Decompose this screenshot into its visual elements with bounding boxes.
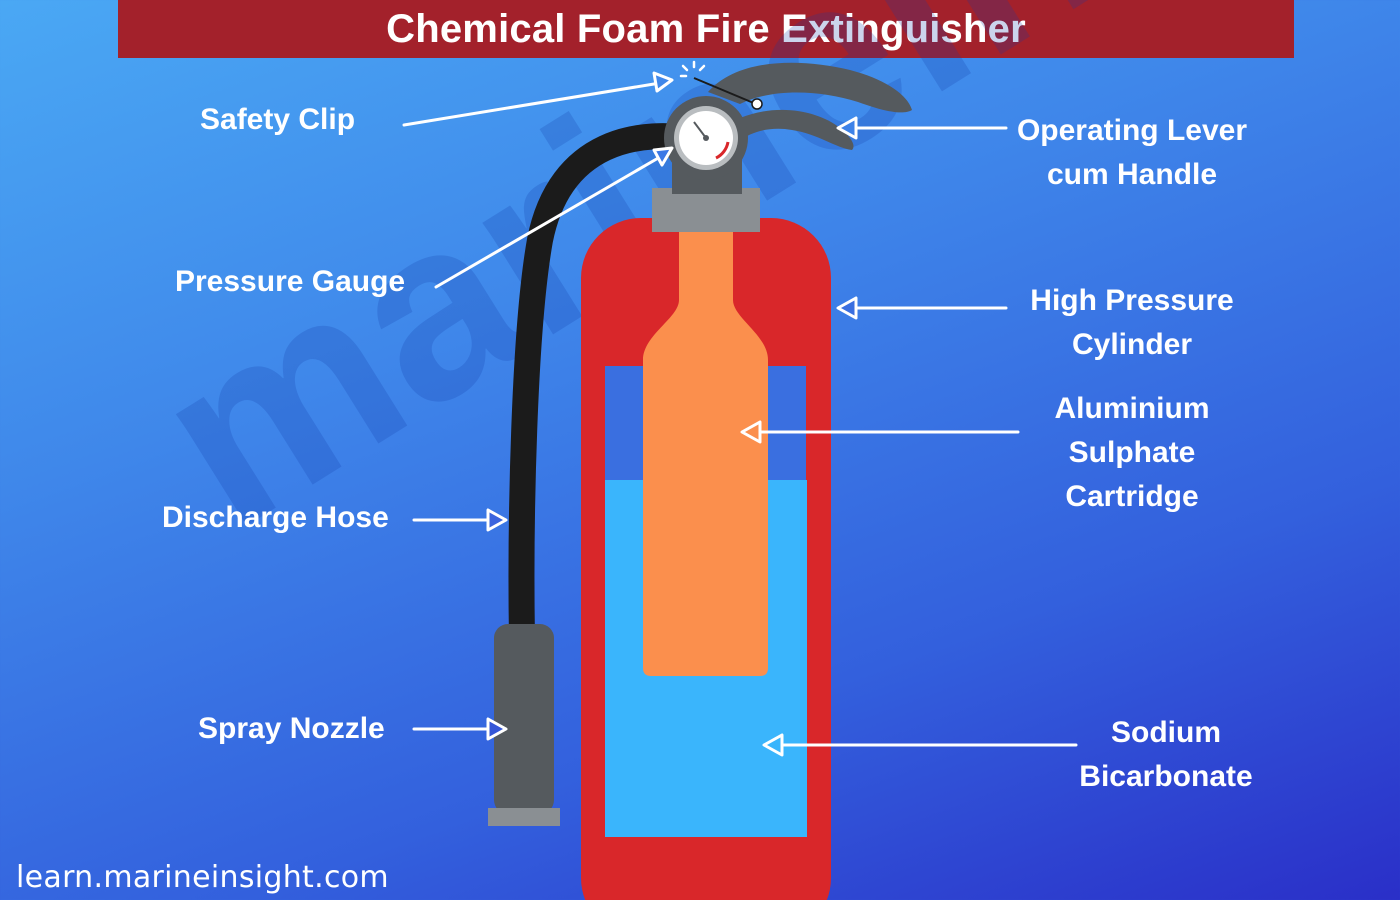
operating-handle-bottom bbox=[740, 109, 854, 150]
high-pressure-label-line1: High Pressure bbox=[1030, 284, 1234, 317]
pressure-gauge-needle bbox=[693, 121, 707, 139]
safety-clip-wire bbox=[693, 77, 757, 105]
cylinder-neck bbox=[652, 188, 760, 232]
spray-nozzle-label: Spray Nozzle bbox=[198, 712, 385, 745]
footer-url: learn.marineinsight.com bbox=[16, 860, 389, 895]
aluminium-label-line3: Cartridge bbox=[1065, 480, 1199, 513]
sodium-label-line1: Sodium bbox=[1111, 716, 1221, 749]
operating-lever-top bbox=[708, 62, 912, 113]
aluminium-sulphate-label: Aluminium Sulphate Cartridge bbox=[1030, 387, 1234, 519]
safety-clip-label: Safety Clip bbox=[200, 103, 356, 136]
sodium-bicarbonate-label: Sodium Bicarbonate bbox=[1062, 711, 1270, 799]
pressure-gauge-label: Pressure Gauge bbox=[175, 265, 406, 298]
spray-nozzle bbox=[494, 624, 554, 814]
title-bar: Chemical Foam Fire Extinguisher bbox=[118, 0, 1294, 58]
safety-clip-ring bbox=[751, 98, 763, 110]
operating-lever-label-line2: cum Handle bbox=[1046, 158, 1218, 191]
discharge-hose bbox=[508, 123, 713, 653]
diagram-title: Chemical Foam Fire Extinguisher bbox=[386, 6, 1026, 51]
discharge-hose-label: Discharge Hose bbox=[162, 501, 389, 534]
sodium-label-line2: Bicarbonate bbox=[1079, 760, 1253, 793]
safety-clip-pointer bbox=[402, 81, 662, 127]
aluminium-label-line2: Sulphate bbox=[1068, 436, 1196, 469]
high-pressure-label-line2: Cylinder bbox=[1071, 328, 1193, 361]
pressure-gauge-pointer bbox=[434, 155, 662, 289]
high-pressure-cylinder-label: High Pressure Cylinder bbox=[1016, 279, 1248, 367]
aluminium-label-line1: Aluminium bbox=[1054, 392, 1210, 425]
aluminium-sulphate-cartridge bbox=[643, 232, 768, 676]
operating-lever-label-line1: Operating Lever bbox=[1016, 114, 1248, 147]
safety-clip-sparkle bbox=[679, 60, 706, 78]
pressure-gauge-red-zone bbox=[715, 141, 730, 160]
nozzle-tip bbox=[488, 808, 560, 826]
operating-lever-label: Operating Lever cum Handle bbox=[1006, 109, 1258, 197]
